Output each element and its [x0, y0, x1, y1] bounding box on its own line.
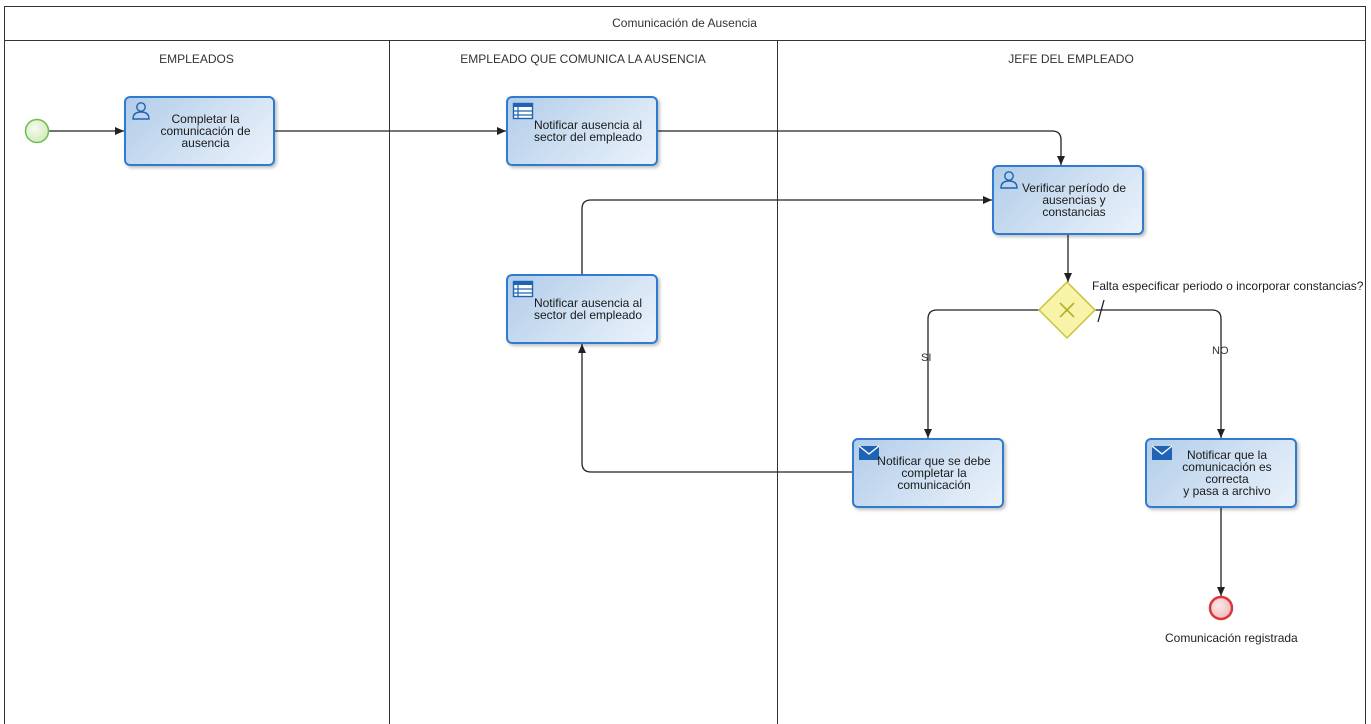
end-event[interactable]: [1208, 595, 1234, 621]
flow-notificar-to-verificar[interactable]: [657, 130, 1065, 165]
edge-label-si: SI: [921, 352, 932, 364]
default-flow-marker: [1097, 299, 1105, 323]
task-label: Notificar que se debe completar la comun…: [877, 454, 991, 492]
start-event[interactable]: [24, 118, 50, 144]
flow-notificar-sector-2-to-verificar[interactable]: [581, 196, 992, 275]
task-notificar-correcta[interactable]: Notificar que la comunicación es correct…: [1145, 438, 1297, 508]
task-label: Verificar período de ausencias y constan…: [1021, 181, 1127, 219]
task-notificar-sector-2[interactable]: Notificar ausencia al sector del emplead…: [506, 274, 658, 344]
envelope-icon: [858, 445, 880, 460]
envelope-icon: [1151, 445, 1173, 460]
flow-gateway-no[interactable]: [1095, 309, 1225, 438]
task-notificar-sector-1[interactable]: Notificar ausencia al sector del emplead…: [506, 96, 658, 166]
task-label: Completar la comunicación de ausencia: [160, 112, 251, 150]
gateway-label: Falta especificar periodo o incorporar c…: [1092, 279, 1364, 293]
user-icon: [132, 102, 150, 120]
table-icon: [512, 280, 534, 298]
task-verificar-periodo[interactable]: Verificar período de ausencias y constan…: [992, 165, 1144, 235]
flow-completar-to-notificar-sector-2[interactable]: [578, 344, 852, 473]
flow-gateway-si[interactable]: [924, 309, 1040, 438]
lane-title-empleados: EMPLEADOS: [159, 52, 234, 66]
pool-frame: [4, 6, 1366, 724]
table-icon: [512, 102, 534, 120]
task-label: Notificar que la comunicación es correct…: [1182, 448, 1272, 498]
task-label: Notificar ausencia al sector del emplead…: [533, 118, 643, 144]
end-event-label: Comunicación registrada: [1165, 631, 1298, 645]
lane-title-jefe: JEFE DEL EMPLEADO: [1008, 52, 1134, 66]
task-notificar-completar[interactable]: Notificar que se debe completar la comun…: [852, 438, 1004, 508]
user-icon: [1000, 171, 1018, 189]
exclusive-gateway[interactable]: [1037, 280, 1097, 340]
task-completar-comunicacion[interactable]: Completar la comunicación de ausencia: [124, 96, 275, 166]
task-label: Notificar ausencia al sector del emplead…: [533, 296, 643, 322]
lane-title-empleado-comunica: EMPLEADO QUE COMUNICA LA AUSENCIA: [460, 52, 706, 66]
edge-label-no: NO: [1212, 345, 1229, 357]
pool-title: Comunicación de Ausencia: [612, 16, 757, 30]
